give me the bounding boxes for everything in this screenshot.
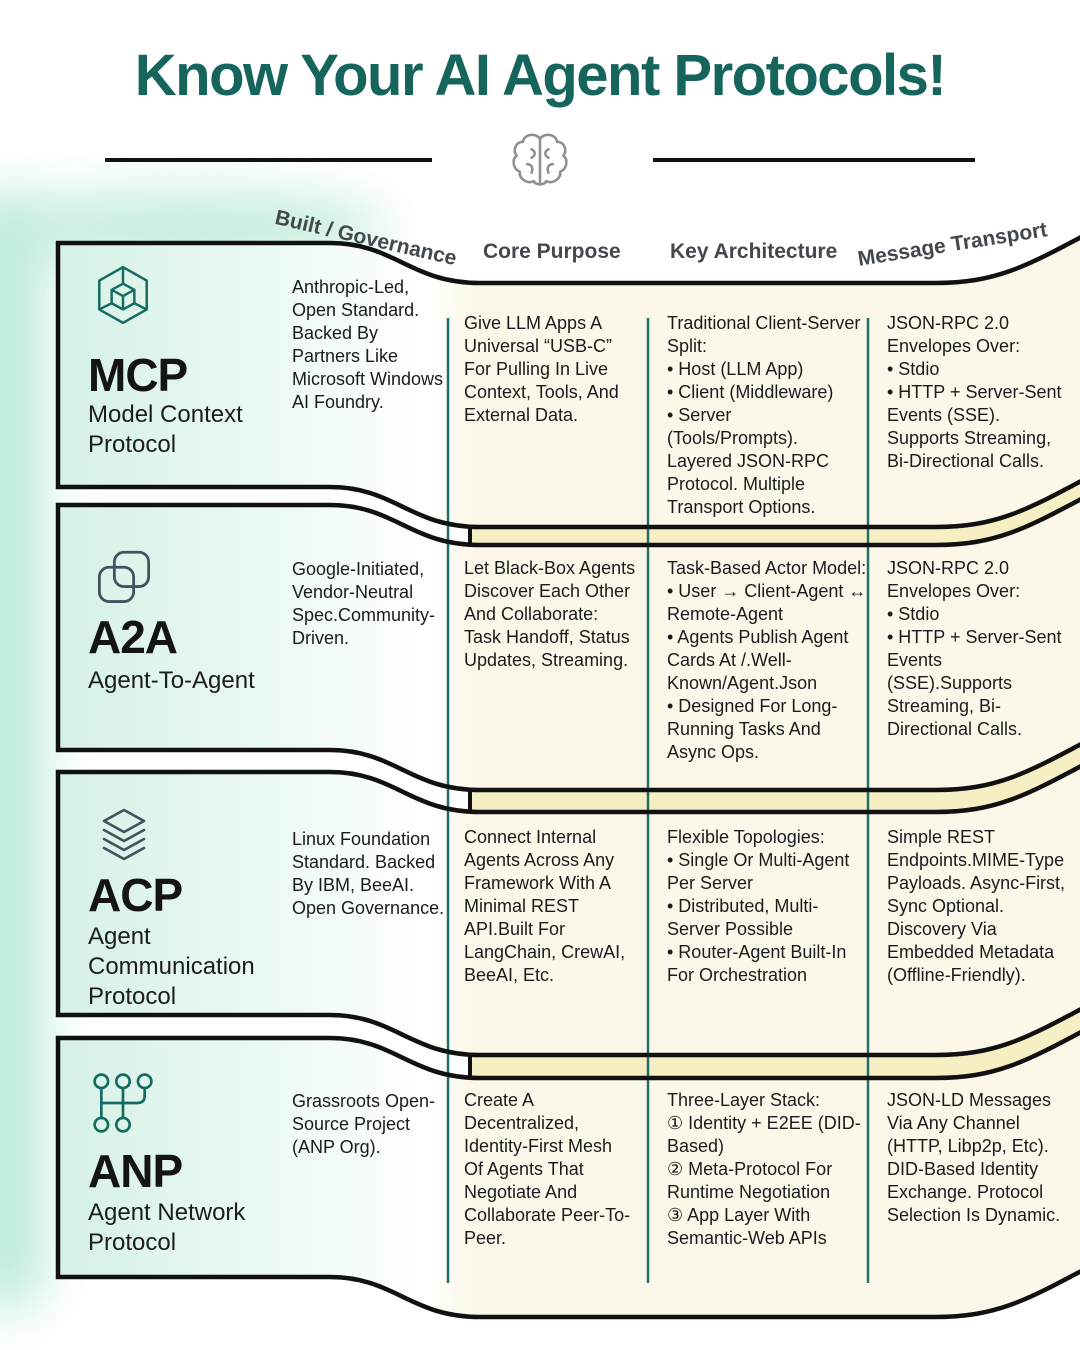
mcp-governance-cell: Anthropic-Led, Open Standard. Backed By …	[292, 277, 444, 412]
protocol-abbr: ANP	[88, 1145, 183, 1197]
brain-icon	[506, 126, 574, 198]
column-separator-lines	[446, 318, 870, 1283]
mcp-cube-icon	[90, 263, 156, 327]
column-header-core-purpose: Core Purpose	[483, 240, 621, 263]
mcp-transport-cell: JSON-RPC 2.0 Envelopes Over: • Stdio • H…	[887, 313, 1062, 471]
protocol-name: Agent Network Protocol	[88, 1199, 246, 1256]
protocol-name: Model Context Protocol	[88, 401, 243, 458]
mcp-core-purpose-cell: Give LLM Apps A Universal “USB-C” For Pu…	[464, 313, 619, 425]
overlapping-squares-icon	[92, 548, 156, 608]
left-glow	[0, 195, 42, 1310]
protocol-abbr: MCP	[88, 349, 188, 401]
protocol-name: Agent Communication Protocol	[88, 923, 255, 1010]
page-title: Know Your AI Agent Protocols!	[134, 43, 947, 108]
divider-line-right	[653, 158, 975, 162]
divider-line-left	[105, 158, 432, 162]
protocol-name: Agent-To-Agent	[88, 667, 255, 694]
acp-architecture-cell: Flexible Topologies: • Single Or Multi-A…	[667, 827, 850, 985]
anp-architecture-cell: Three-Layer Stack: ① Identity + E2EE (DI…	[667, 1090, 861, 1248]
network-nodes-icon	[90, 1072, 156, 1134]
mcp-architecture-cell: Traditional Client-Server Split: • Host …	[667, 313, 861, 517]
column-header-key-architecture: Key Architecture	[670, 240, 838, 263]
a2a-governance-cell: Google-Initiated, Vendor-Neutral Spec.Co…	[292, 559, 436, 648]
protocol-abbr: A2A	[88, 611, 178, 663]
acp-governance-cell: Linux Foundation Standard. Backed By IBM…	[292, 829, 445, 918]
layers-stack-icon	[92, 805, 156, 867]
anp-governance-cell: Grassroots Open-Source Project (ANP Org)…	[292, 1091, 436, 1157]
a2a-architecture-cell: Task-Based Actor Model: • User → Client-…	[667, 558, 867, 762]
a2a-transport-cell: JSON-RPC 2.0 Envelopes Over: • Stdio • H…	[887, 558, 1062, 739]
a2a-core-purpose-cell: Let Black-Box Agents Discover Each Other…	[464, 558, 636, 670]
acp-transport-cell: Simple REST Endpoints.MIME-Type Payloads…	[887, 827, 1066, 985]
acp-core-purpose-cell: Connect Internal Agents Across Any Frame…	[464, 827, 626, 985]
anp-core-purpose-cell: Create A Decentralized, Identity-First M…	[464, 1090, 631, 1248]
anp-transport-cell: JSON-LD Messages Via Any Channel (HTTP, …	[887, 1090, 1061, 1225]
protocol-abbr: ACP	[88, 869, 183, 921]
